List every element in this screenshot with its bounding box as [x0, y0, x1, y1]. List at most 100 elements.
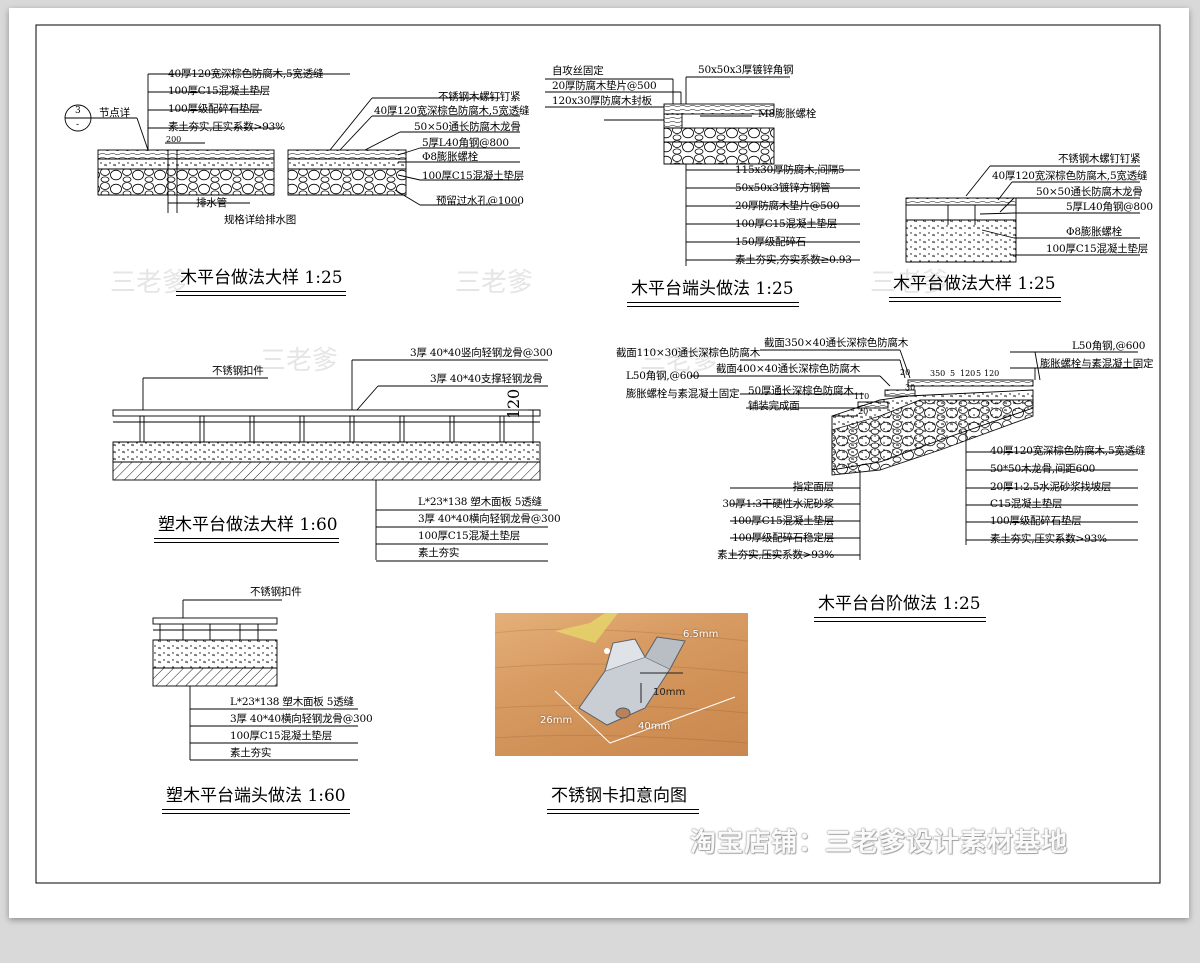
detail-f-label: 100厚C15混凝土垫层 — [230, 730, 333, 742]
detail-c-label: 40厚120宽深棕色防腐木,5宽透缝 — [992, 170, 1148, 182]
detail-a-right-label: 40厚120宽深棕色防腐木,5宽透缝 — [374, 105, 530, 117]
detail-b-label: 100厚C15混凝土垫层 — [735, 218, 838, 230]
detail-b-label: 50x50x3镀锌方钢管 — [735, 182, 831, 194]
node-number: 3 — [75, 106, 81, 116]
detail-f-section — [152, 599, 358, 761]
detail-e-mid-label: 铺装完成面 — [748, 400, 800, 412]
detail-e-right-top-label: L50角钢,@600 — [1072, 340, 1146, 352]
node-callout-label: 节点详 — [99, 107, 130, 119]
title-underline — [889, 297, 1061, 298]
detail-c-label: 不锈钢木螺钉钉紧 — [1058, 153, 1141, 165]
detail-a-right-label: 不锈钢木螺钉钉紧 — [438, 91, 521, 103]
title-underline — [162, 813, 350, 814]
detail-f-label: 素土夯实 — [230, 747, 272, 759]
detail-d-title: 塑木平台做法大样 1:60 — [158, 515, 338, 535]
detail-e-bottom-left-label: 30厚1:3干硬性水泥砂浆 — [722, 498, 834, 510]
dim-label: 110 — [854, 392, 870, 401]
detail-c-label: 100厚C15混凝土垫层 — [1046, 243, 1149, 255]
detail-a-right-label: 5厚L40角钢@800 — [422, 137, 509, 149]
dim-label: 350 — [930, 369, 946, 378]
detail-e-mid-label: 截面400×40通长深棕色防腐木 — [716, 363, 860, 375]
title-underline — [547, 813, 699, 814]
detail-a-label: 40厚120宽深棕色防腐木,5宽透缝 — [168, 68, 324, 80]
title-underline — [547, 809, 699, 810]
detail-f-clip-label: 不锈钢扣件 — [250, 586, 302, 598]
detail-b-title: 木平台端头做法 1:25 — [631, 279, 794, 299]
detail-b-label: 115x30厚防腐木,间隔5 — [735, 164, 845, 176]
dim-label: 20 — [858, 407, 869, 416]
detail-c-title: 木平台做法大样 1:25 — [893, 274, 1056, 294]
faint-watermark: 三老爹 — [455, 268, 534, 298]
detail-a-right-label: Φ8膨胀螺栓 — [422, 151, 479, 163]
detail-a-label: 100厚级配碎石垫层 — [168, 103, 260, 115]
detail-d-label: L*23*138 塑木面板 5透缝 — [418, 496, 542, 508]
dim-label: 120 — [984, 369, 1000, 378]
faint-watermark: 三老爹 — [110, 268, 189, 298]
detail-b-left-label: 120x30厚防腐木封板 — [552, 95, 652, 107]
drawing-frame — [35, 24, 1161, 884]
title-underline — [154, 538, 339, 539]
title-underline — [814, 617, 986, 618]
detail-d-top-label: 3厚 40*40支撑轻钢龙骨 — [430, 373, 543, 385]
title-underline — [176, 291, 346, 292]
dim-label: 5 — [976, 369, 982, 378]
detail-d-joists — [139, 415, 505, 443]
title-underline — [162, 809, 350, 810]
detail-a-right-label: 50×50通长防腐木龙骨 — [414, 121, 521, 133]
detail-c-section — [905, 165, 1140, 263]
clip-dim-label: 26mm — [540, 715, 573, 726]
detail-e-bottom-left-label: 100厚C15混凝土垫层 — [731, 515, 834, 527]
clip-photo: 6.5mm 10mm 26mm 40mm — [495, 613, 748, 756]
detail-e-bottom-right-label: 40厚120宽深棕色防腐木,5宽透缝 — [990, 445, 1146, 457]
detail-e-bottom-right-label: 素土夯实,压实系数>93% — [990, 533, 1107, 545]
detail-e-mid-label: 截面350×40通长深棕色防腐木 — [764, 337, 908, 349]
detail-e-bottom-left-label: 指定面层 — [792, 481, 834, 493]
detail-e-bottom-right-label: 100厚级配碎石垫层 — [990, 515, 1082, 527]
shop-watermark: 淘宝店铺：三老爹设计素材基地 — [690, 828, 1069, 858]
clip-dim-label: 6.5mm — [683, 629, 719, 640]
detail-e-bottom-right-label: 50*50木龙骨,间距600 — [990, 463, 1096, 475]
clip-dim-label: 10mm — [653, 687, 686, 698]
detail-d-label: 素土夯实 — [418, 547, 460, 559]
detail-b-left-label: 20厚防腐木垫片@500 — [552, 80, 657, 92]
detail-d-label: 100厚C15混凝土垫层 — [418, 530, 521, 542]
dim-label: 20 — [900, 368, 911, 377]
detail-b-section — [545, 76, 860, 266]
detail-b-left-label: 自攻丝固定 — [552, 65, 604, 77]
detail-f-label: 3厚 40*40横向轻钢龙骨@300 — [230, 713, 373, 725]
detail-a-label: 素土夯实,压实系数>93% — [168, 121, 285, 133]
faint-watermark: 三老爹 — [260, 346, 339, 376]
title-underline — [154, 542, 339, 543]
detail-b-bolt-label: M8膨胀螺栓 — [758, 108, 817, 120]
detail-a-label: 100厚C15混凝土垫层 — [168, 85, 271, 97]
detail-e-left-label: 截面110×30通长深棕色防腐木 — [616, 347, 760, 359]
detail-e-section — [690, 349, 1138, 560]
dim-label: 30 — [905, 383, 916, 392]
detail-a-title: 木平台做法大样 1:25 — [180, 268, 343, 288]
detail-e-bottom-right-label: C15混凝土垫层 — [990, 498, 1063, 510]
detail-b-top-label: 50x50x3厚镀锌角钢 — [698, 64, 794, 76]
detail-e-right-top-label: 膨胀螺栓与素混凝土固定 — [1040, 358, 1154, 370]
detail-e-left-label: 膨胀螺栓与素混凝土固定 — [626, 388, 740, 400]
detail-c-label: 5厚L40角钢@800 — [1066, 201, 1153, 213]
node-sheet: - — [76, 120, 80, 130]
drain-pipe-label: 排水管 — [196, 197, 227, 209]
detail-d-label: 3厚 40*40横向轻钢龙骨@300 — [418, 513, 561, 525]
clip-dim-label: 40mm — [638, 721, 671, 732]
detail-b-label: 150厚级配碎石 — [735, 236, 806, 248]
detail-d-section — [112, 359, 548, 562]
detail-e-title: 木平台台阶做法 1:25 — [818, 594, 981, 614]
detail-e-bottom-left-label: 素土夯实,压实系数>93% — [717, 549, 834, 561]
title-underline — [176, 295, 346, 296]
detail-e-bottom-left-label: 100厚级配碎石稳定层 — [732, 532, 834, 544]
clip-illustration — [495, 613, 748, 744]
dim-label: 5 — [950, 369, 956, 378]
dim-120: 120 — [504, 389, 523, 419]
detail-f-title: 塑木平台端头做法 1:60 — [166, 786, 346, 806]
title-underline — [889, 301, 1061, 302]
detail-d-top-label: 3厚 40*40竖向轻钢龙骨@300 — [410, 347, 553, 359]
detail-e-left-label: L50角钢,@600 — [626, 370, 700, 382]
detail-a-right-label: 100厚C15混凝土垫层 — [422, 170, 525, 182]
detail-e-bottom-right-label: 20厚1:2.5水泥砂浆找坡层 — [990, 481, 1112, 493]
